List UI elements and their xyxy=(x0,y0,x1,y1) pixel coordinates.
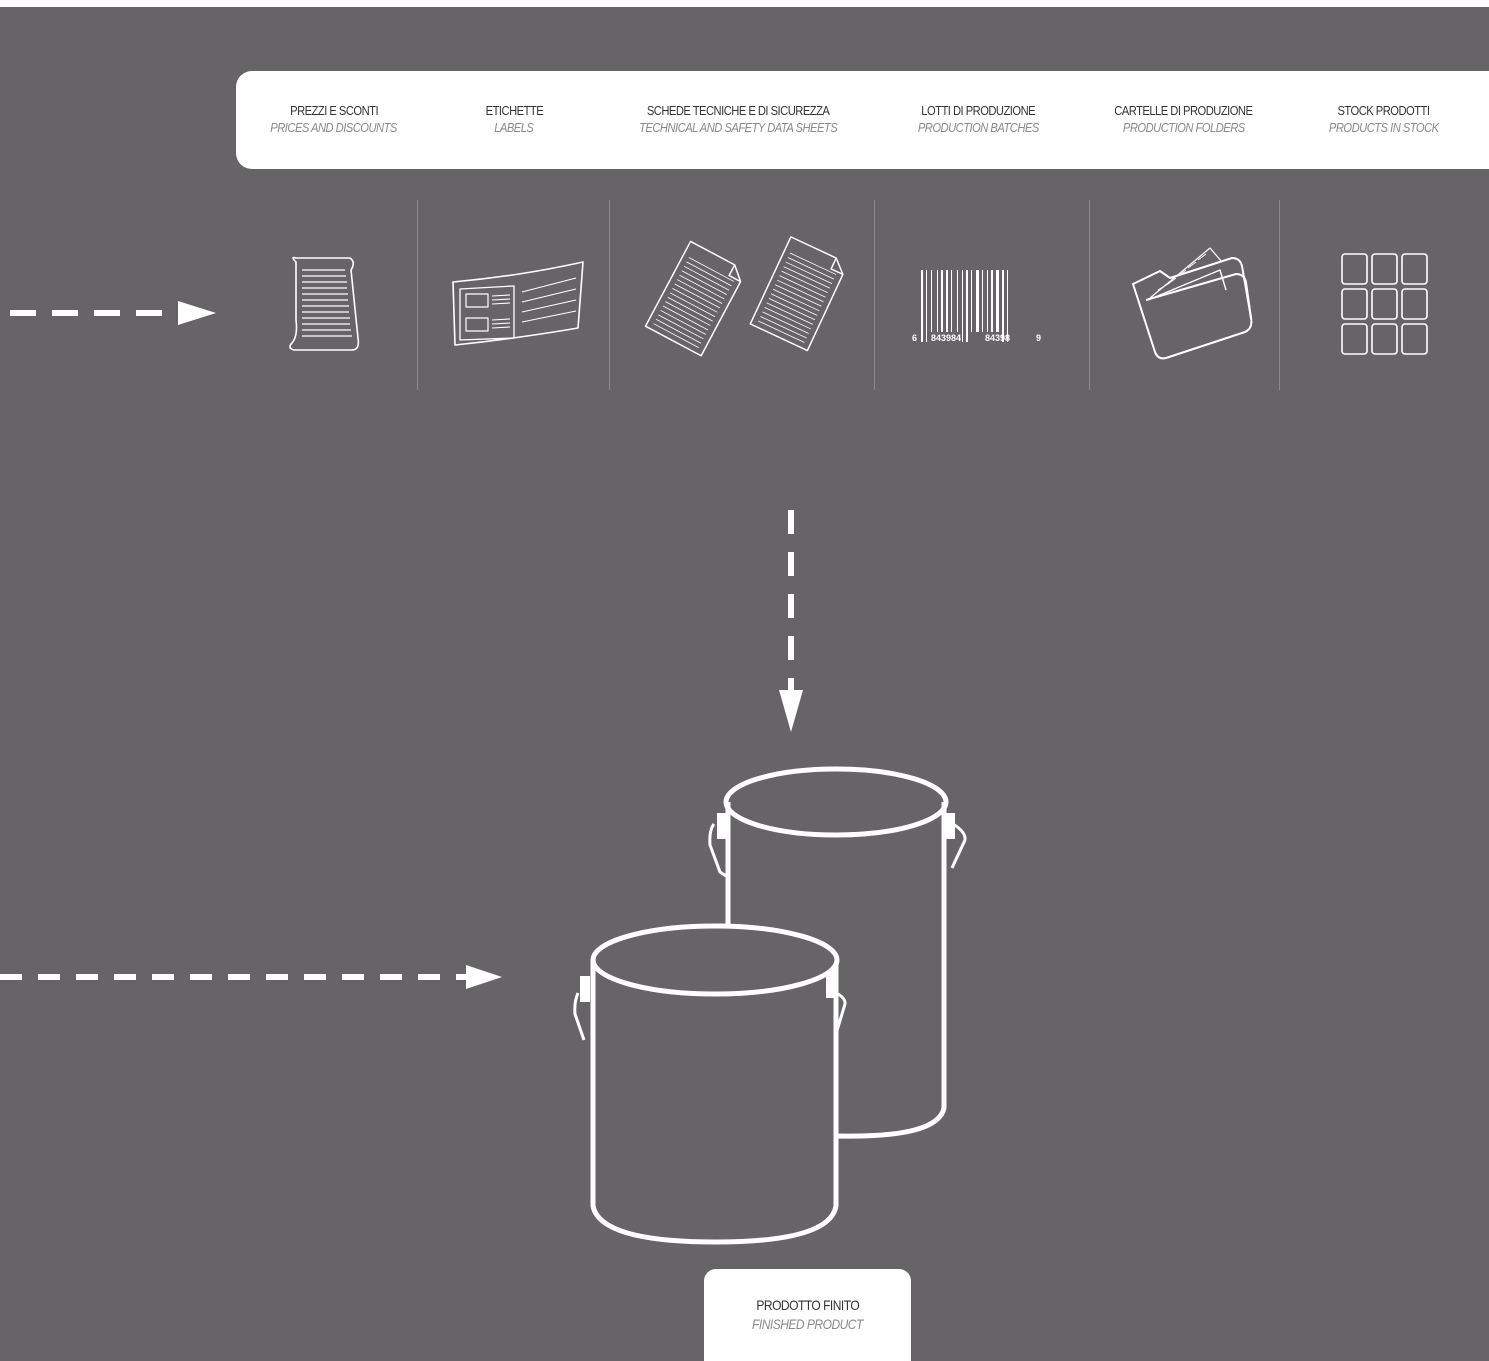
finished-product-box: PRODOTTO FINITO FINISHED PRODUCT xyxy=(704,1269,911,1361)
category-title: STOCK PRODOTTI xyxy=(1337,103,1430,118)
barcode-bar xyxy=(931,270,932,332)
category-title: ETICHETTE xyxy=(485,103,543,118)
category-subtitle: PRICES AND DISCOUNTS xyxy=(270,120,398,135)
category-subtitle: PRODUCTS IN STOCK xyxy=(1328,120,1439,135)
category-title: LOTTI DI PRODUZIONE xyxy=(921,103,1036,118)
category-title: SCHEDE TECNICHE E DI SICUREZZA xyxy=(647,103,830,118)
paint-cans-icon xyxy=(573,766,967,1245)
barcode-bar xyxy=(951,270,952,332)
barcode-bar xyxy=(982,270,983,332)
category-subtitle: PRODUCTION FOLDERS xyxy=(1122,120,1245,135)
category-subtitle: LABELS xyxy=(494,120,534,135)
barcode-bar xyxy=(1007,270,1008,342)
barcode-bar xyxy=(971,270,972,332)
barcode-bar xyxy=(987,270,988,332)
label-icon xyxy=(452,261,584,346)
arrow-down-icon xyxy=(779,510,803,732)
diagram-artwork: 6 843984 84398 9 xyxy=(0,236,1428,1245)
column-divider xyxy=(417,200,418,390)
category-data-sheets: SCHEDE TECNICHE E DI SICUREZZA TECHNICAL… xyxy=(596,71,881,169)
arrow-right-icon xyxy=(0,965,502,989)
category-subtitle: PRODUCTION BATCHES xyxy=(918,120,1039,135)
barcode-bar xyxy=(962,270,963,342)
barcode-bar xyxy=(941,270,943,332)
category-prices: PREZZI E SCONTI PRICES AND DISCOUNTS xyxy=(236,71,432,169)
barcode-bar xyxy=(966,270,968,342)
data-sheets-icon xyxy=(644,236,844,357)
category-batches: LOTTI DI PRODUZIONE PRODUCTION BATCHES xyxy=(881,71,1076,169)
barcode-bar xyxy=(1002,270,1004,342)
barcode-bar xyxy=(926,270,927,342)
categories-bar: PREZZI E SCONTI PRICES AND DISCOUNTS ETI… xyxy=(236,71,1489,169)
category-labels: ETICHETTE LABELS xyxy=(432,71,596,169)
category-subtitle: TECHNICAL AND SAFETY DATA SHEETS xyxy=(639,120,838,135)
barcode-bar xyxy=(946,270,948,332)
barcode-bar xyxy=(991,270,993,332)
arrow-right-icon xyxy=(10,301,216,325)
barcode-bar xyxy=(976,270,979,332)
paint-can-front xyxy=(573,923,847,1245)
finished-product-subtitle: FINISHED PRODUCT xyxy=(752,1316,863,1332)
barcode-bar xyxy=(957,270,958,332)
barcode-bar xyxy=(996,270,999,332)
diagram-canvas: PREZZI E SCONTI PRICES AND DISCOUNTS ETI… xyxy=(0,7,1489,1361)
barcode-bar xyxy=(921,270,923,342)
scroll-icon xyxy=(289,256,360,351)
category-title: PREZZI E SCONTI xyxy=(290,103,378,118)
column-divider xyxy=(1089,200,1090,390)
stock-grid-icon xyxy=(1341,253,1428,355)
barcode-bar xyxy=(937,270,938,332)
category-folders: CARTELLE DI PRODUZIONE PRODUCTION FOLDER… xyxy=(1076,71,1291,169)
column-divider xyxy=(1279,200,1280,390)
column-divider xyxy=(874,200,875,390)
category-stock: STOCK PRODOTTI PRODUCTS IN STOCK xyxy=(1291,71,1476,169)
barcode-icon xyxy=(921,270,1008,342)
barcode-number: 6 843984 84398 9 xyxy=(912,333,1041,343)
finished-product-title: PRODOTTO FINITO xyxy=(756,1297,859,1313)
folder-icon xyxy=(1132,247,1253,360)
category-title: CARTELLE DI PRODUZIONE xyxy=(1114,103,1253,118)
column-divider xyxy=(609,200,610,390)
